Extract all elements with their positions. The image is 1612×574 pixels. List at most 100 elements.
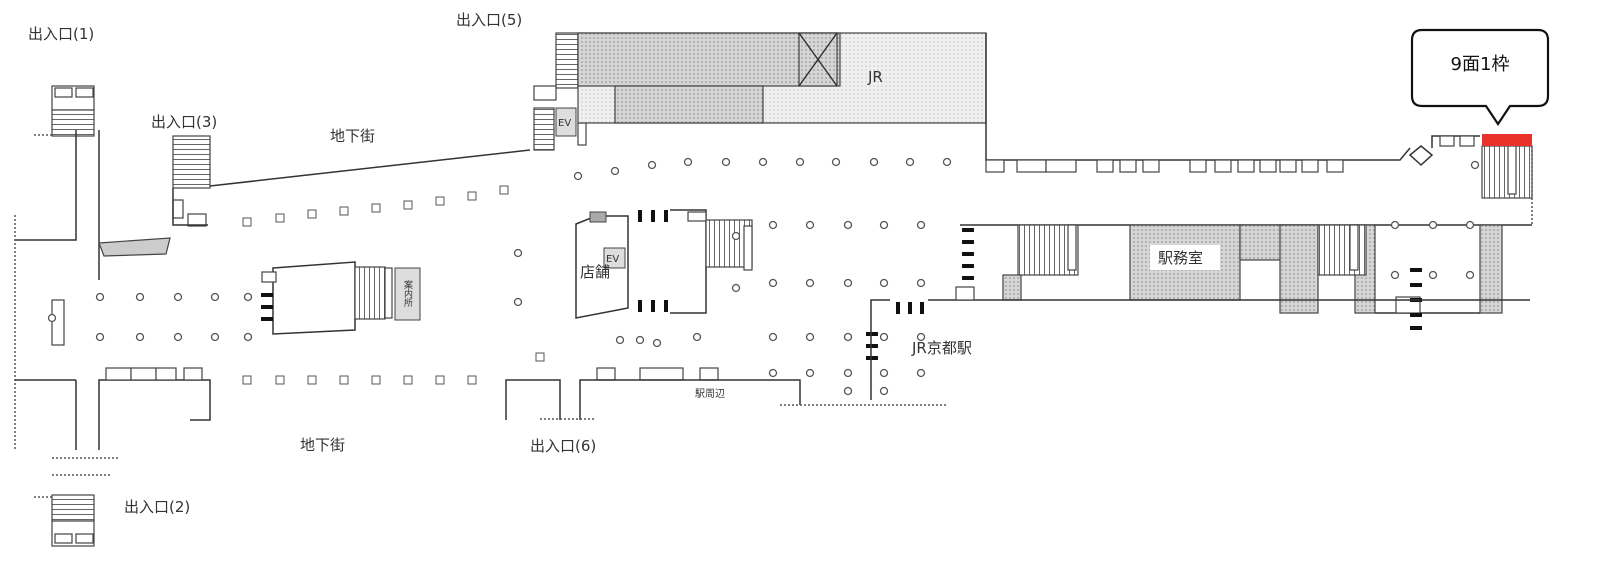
- pillar: [905, 157, 915, 167]
- column: [307, 209, 317, 219]
- pillar: [1465, 220, 1475, 230]
- pillar: [768, 278, 778, 288]
- shop-label: 店舗: [580, 263, 610, 281]
- ev-label-2: EV: [606, 254, 619, 265]
- pillar: [805, 332, 815, 342]
- ticket-gates-mid: [866, 228, 974, 360]
- column: [275, 375, 285, 385]
- pillar: [768, 368, 778, 378]
- pillar: [843, 368, 853, 378]
- pillar: [843, 220, 853, 230]
- jr-kyoto-station-label: JR京都駅: [911, 339, 972, 357]
- pillar: [768, 332, 778, 342]
- station-area-label: 駅周辺: [695, 388, 725, 400]
- entrance-1-label: 出入口(1): [28, 25, 94, 43]
- column: [242, 217, 252, 227]
- entrance-5-label: 出入口(5): [456, 11, 522, 29]
- column: [499, 185, 509, 195]
- pillar: [916, 368, 926, 378]
- pillar: [135, 332, 145, 342]
- pillar: [805, 368, 815, 378]
- pillar: [758, 157, 768, 167]
- pillar: [1470, 160, 1480, 170]
- entrance-5[interactable]: EV: [533, 32, 587, 151]
- pillar: [942, 157, 952, 167]
- pillar: [647, 160, 657, 170]
- pillar: [95, 292, 105, 302]
- column: [467, 375, 477, 385]
- pillar: [210, 292, 220, 302]
- entrance-2[interactable]: [34, 457, 120, 547]
- underground-mall-upper-label: 地下街: [330, 127, 375, 145]
- entrance-1[interactable]: [34, 85, 95, 137]
- pillar: [805, 278, 815, 288]
- column: [435, 375, 445, 385]
- pillar: [1428, 270, 1438, 280]
- ad-space-highlight[interactable]: [1482, 134, 1532, 146]
- pillar: [731, 283, 741, 293]
- pillar: [916, 220, 926, 230]
- column: [307, 375, 317, 385]
- column: [403, 375, 413, 385]
- pillar: [879, 386, 889, 396]
- ev-label-1: EV: [558, 118, 571, 129]
- pillar: [615, 335, 625, 345]
- entrance-2-label: 出入口(2): [124, 498, 190, 516]
- pillar: [916, 278, 926, 288]
- pillar: [831, 157, 841, 167]
- column: [242, 375, 252, 385]
- pillar: [95, 332, 105, 342]
- pillar: [652, 338, 662, 348]
- pillar: [731, 231, 741, 241]
- column: [339, 375, 349, 385]
- pillar: [916, 332, 926, 342]
- pillar: [1465, 270, 1475, 280]
- north-lockers: [985, 159, 1344, 173]
- pillar: [1390, 270, 1400, 280]
- pillar: [173, 332, 183, 342]
- column: [535, 352, 545, 362]
- pillar: [795, 157, 805, 167]
- pillar: [1428, 220, 1438, 230]
- pillar: [805, 220, 815, 230]
- pillar: [1390, 220, 1400, 230]
- pillar: [843, 386, 853, 396]
- pillar: [243, 292, 253, 302]
- column: [435, 196, 445, 206]
- pillar: [721, 157, 731, 167]
- pillar: [573, 171, 583, 181]
- pillar: [513, 297, 523, 307]
- pillars: [47, 157, 1480, 396]
- ticket-gates-right: [1410, 268, 1422, 330]
- pillar: [243, 332, 253, 342]
- pillar: [692, 332, 702, 342]
- station-office-label: 駅務室: [1158, 249, 1203, 267]
- column: [275, 213, 285, 223]
- column: [339, 206, 349, 216]
- column: [371, 203, 381, 213]
- pillar: [683, 157, 693, 167]
- entrance-6-label: 出入口(6): [530, 437, 596, 455]
- ad-callout[interactable]: 9面1枠: [1410, 28, 1550, 126]
- entrance-3[interactable]: [172, 135, 211, 227]
- column: [467, 191, 477, 201]
- pillar: [879, 368, 889, 378]
- pillar: [843, 332, 853, 342]
- pillar: [843, 278, 853, 288]
- callout-label: 9面1枠: [1451, 54, 1510, 75]
- pillar: [869, 157, 879, 167]
- pillar: [879, 278, 889, 288]
- pillar: [47, 313, 57, 323]
- pillar: [610, 166, 620, 176]
- column: [403, 200, 413, 210]
- pillar: [135, 292, 145, 302]
- pillar: [513, 248, 523, 258]
- info-center[interactable]: [394, 267, 421, 321]
- pillar: [768, 220, 778, 230]
- underground-mall-lower-label: 地下街: [300, 436, 345, 454]
- pillar: [879, 220, 889, 230]
- pillar: [879, 332, 889, 342]
- pillar: [173, 292, 183, 302]
- info-center-label: 案内所: [402, 279, 413, 308]
